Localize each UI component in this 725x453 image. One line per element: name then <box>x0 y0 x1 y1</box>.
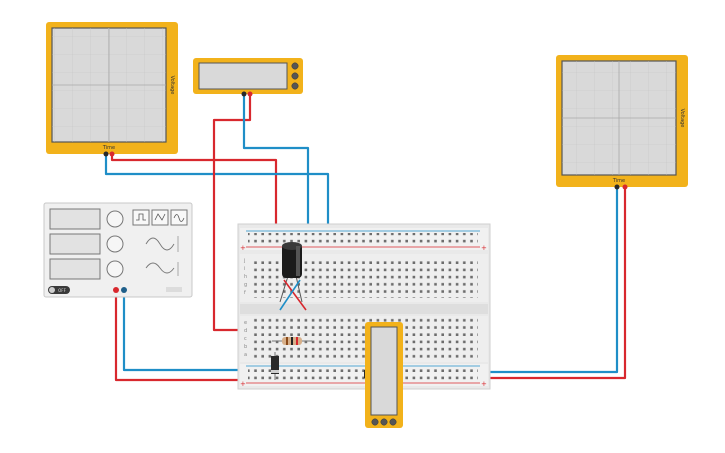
wire-gen-blue[interactable] <box>122 291 248 372</box>
row-letter: j <box>243 258 245 264</box>
row-letters: j i h g f e d c b a <box>243 258 247 358</box>
square-wave-icon <box>136 213 146 221</box>
row-letter: g <box>244 282 247 288</box>
mode-knob-icon[interactable] <box>291 82 299 90</box>
meter-terminal-v[interactable] <box>247 91 253 97</box>
row-letter: a <box>244 352 247 358</box>
oscilloscope-left[interactable]: Time Voltage <box>46 22 178 157</box>
resistor[interactable] <box>272 337 312 345</box>
generator-display <box>49 233 101 255</box>
multimeter-display <box>198 62 288 90</box>
generator-terminal-neg[interactable] <box>121 287 127 293</box>
rail-plus-sign: + <box>481 244 487 252</box>
offset-knob[interactable] <box>106 260 124 278</box>
function-generator[interactable]: OFF <box>43 202 193 298</box>
generator-display <box>49 258 101 280</box>
mode-knob-icon[interactable] <box>380 418 388 426</box>
capacitor-lead-red[interactable] <box>283 279 307 311</box>
row-letter: d <box>244 328 247 334</box>
row-letter: i <box>244 266 245 272</box>
rail-plus-sign: + <box>240 380 246 388</box>
frequency-knob[interactable] <box>106 210 124 228</box>
triangle-wave-icon <box>154 213 166 221</box>
mode-knob-icon[interactable] <box>389 418 397 426</box>
row-letter: f <box>244 290 246 296</box>
sine-wave-icon <box>173 214 185 222</box>
scope-probe-terminal-pos[interactable] <box>109 151 115 157</box>
row-letter: e <box>244 320 247 326</box>
scope-time-label: Time <box>102 145 115 151</box>
multimeter-display <box>370 326 398 416</box>
multimeter-bottom[interactable] <box>365 322 403 428</box>
power-switch[interactable]: OFF <box>48 286 70 294</box>
generator-terminal-pos[interactable] <box>113 287 119 293</box>
amplitude-knob[interactable] <box>106 235 124 253</box>
scope-time-label: Time <box>612 178 625 184</box>
oscilloscope-right[interactable]: Time Voltage <box>556 55 688 190</box>
meter-terminal-com[interactable] <box>241 91 247 97</box>
rail-plus-sign: + <box>481 380 487 388</box>
row-letter: c <box>244 336 247 342</box>
offset-illustration-icon <box>145 262 175 274</box>
row-letter: h <box>244 274 247 280</box>
mode-knob-icon[interactable] <box>291 62 299 70</box>
triangle-wave-button[interactable] <box>151 209 169 226</box>
generator-display <box>49 208 101 230</box>
capacitor-leads[interactable] <box>279 279 307 311</box>
multimeter-top[interactable] <box>193 58 303 97</box>
diode[interactable] <box>271 352 279 380</box>
wire-scope2-red[interactable] <box>480 186 627 380</box>
rail-signs: + + + + <box>240 244 487 388</box>
amplitude-illustration-icon <box>145 237 175 251</box>
wires <box>104 95 627 385</box>
mode-knob-icon[interactable] <box>371 418 379 426</box>
square-wave-button[interactable] <box>132 209 150 226</box>
scope-probe-terminal-neg[interactable] <box>103 151 109 157</box>
capacitor-lead-blue[interactable] <box>279 279 301 311</box>
scope-voltage-label: Voltage <box>679 109 685 128</box>
wire-meter-red[interactable] <box>212 95 276 332</box>
generator-brand-mark <box>166 287 182 292</box>
breadboard[interactable]: j i h g f e d c b a + + + + <box>237 223 491 390</box>
rail-plus-sign: + <box>240 244 246 252</box>
power-switch-label: OFF <box>58 288 66 293</box>
scope-voltage-label: Voltage <box>169 76 175 95</box>
scope-probe-terminal-neg[interactable] <box>614 184 620 190</box>
row-letter: b <box>244 344 247 350</box>
scope-probe-terminal-pos[interactable] <box>622 184 628 190</box>
electrolytic-capacitor[interactable] <box>279 242 303 303</box>
wire-scope2-blue[interactable] <box>480 186 619 374</box>
mode-knob-icon[interactable] <box>291 72 299 80</box>
sine-wave-button[interactable] <box>170 209 188 226</box>
wire-gen-red[interactable] <box>114 291 248 382</box>
